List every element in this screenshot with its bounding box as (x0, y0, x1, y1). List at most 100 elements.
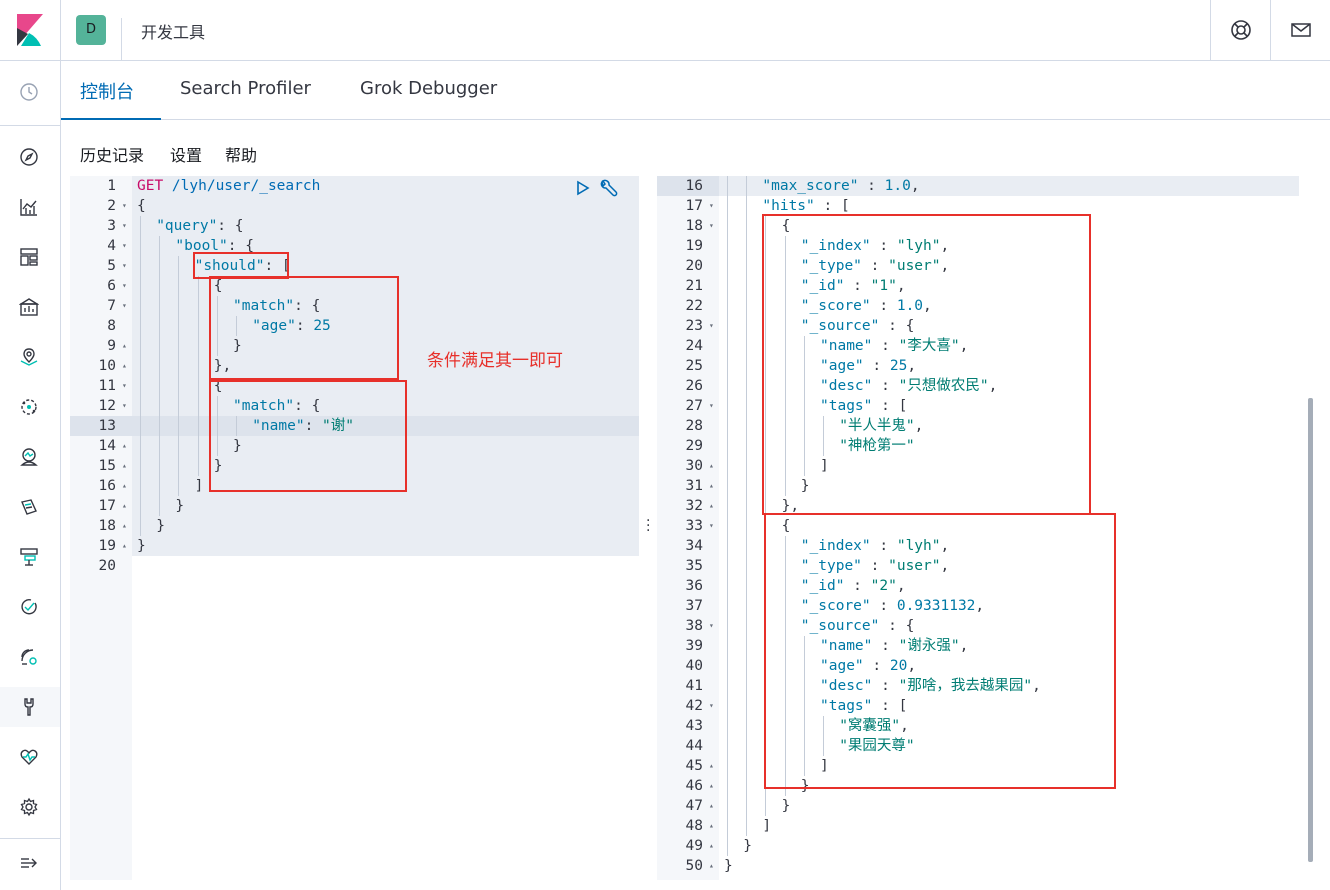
fold-close-icon[interactable]: ▴ (122, 481, 127, 490)
indent-guide (197, 316, 199, 336)
indent-guide (140, 316, 141, 336)
line-number: 20 (70, 556, 132, 576)
line-number-label: 1 (107, 178, 116, 194)
fold-close-icon[interactable]: ▴ (122, 501, 127, 510)
nav-dev-tools[interactable] (0, 687, 60, 727)
play-icon[interactable] (575, 180, 591, 196)
code-token: , (914, 418, 924, 434)
nav-collapse[interactable] (0, 843, 60, 883)
fold-close-icon[interactable]: ▴ (709, 841, 714, 850)
code-token: "should" (194, 258, 265, 274)
fold-close-icon[interactable]: ▴ (122, 361, 127, 370)
fold-open-icon[interactable]: ▾ (122, 201, 127, 210)
nav-canvas[interactable] (0, 287, 60, 327)
nav-dashboard[interactable] (0, 237, 60, 277)
code-token: } (156, 518, 165, 534)
newsfeed-button[interactable] (1270, 0, 1330, 60)
nav-maps[interactable] (0, 337, 60, 377)
kibana-logo[interactable] (0, 0, 61, 60)
fold-open-icon[interactable]: ▾ (709, 701, 714, 710)
fold-close-icon[interactable]: ▴ (122, 341, 127, 350)
fold-open-icon[interactable]: ▾ (122, 221, 127, 230)
nav-logs[interactable] (0, 487, 60, 527)
indent-guide (746, 776, 748, 796)
fold-close-icon[interactable]: ▴ (709, 801, 714, 810)
line-number-label: 45 (685, 758, 703, 774)
tab-console[interactable]: 控制台 (80, 82, 134, 103)
fold-open-icon[interactable]: ▾ (709, 321, 714, 330)
fold-close-icon[interactable]: ▴ (709, 821, 714, 830)
indent-guide (140, 276, 141, 296)
line-number-label: 43 (685, 718, 703, 734)
response-output[interactable]: 16"max_score" : 1.0,17▾"hits" : [18▾{19"… (657, 176, 1314, 880)
fold-open-icon[interactable]: ▾ (122, 301, 127, 310)
fold-open-icon[interactable]: ▾ (709, 521, 714, 530)
history-link[interactable]: 历史记录 (80, 146, 145, 165)
fold-close-icon[interactable]: ▴ (122, 521, 127, 530)
indent-guide (159, 436, 161, 456)
code-line: ] (762, 816, 771, 836)
fold-open-icon[interactable]: ▾ (122, 281, 127, 290)
fold-close-icon[interactable]: ▴ (709, 761, 714, 770)
fold-close-icon[interactable]: ▴ (122, 461, 127, 470)
indent-guide (803, 676, 805, 696)
tab-search-profiler[interactable]: Search Profiler (180, 78, 311, 99)
code-token: } (233, 438, 242, 454)
fold-open-icon[interactable]: ▾ (709, 621, 714, 630)
indent-guide (727, 756, 728, 776)
fold-close-icon[interactable]: ▴ (709, 861, 714, 870)
line-number: 47▴ (657, 796, 719, 816)
indent-guide (140, 456, 141, 476)
fold-close-icon[interactable]: ▴ (122, 441, 127, 450)
nav-apm[interactable] (0, 537, 60, 577)
nav-visualize[interactable] (0, 187, 60, 227)
indent-guide (727, 436, 728, 456)
fold-close-icon[interactable]: ▴ (709, 781, 714, 790)
indent-guide (803, 416, 805, 436)
fold-close-icon[interactable]: ▴ (709, 461, 714, 470)
nav-uptime[interactable] (0, 587, 60, 627)
fold-open-icon[interactable]: ▾ (709, 401, 714, 410)
fold-close-icon[interactable]: ▴ (709, 481, 714, 490)
nav-machine-learning[interactable] (0, 387, 60, 427)
code-token: , (988, 378, 998, 394)
line-number: 19 (657, 236, 719, 256)
indent-guide (746, 716, 748, 736)
code-token: "_source" (800, 318, 880, 334)
code-token: "1" (870, 278, 897, 294)
output-scrollbar[interactable] (1308, 398, 1313, 862)
nav-siem[interactable] (0, 637, 60, 677)
code-token: "谢永强" (898, 638, 960, 654)
code-token: , (907, 358, 917, 374)
tab-grok-debugger[interactable]: Grok Debugger (360, 78, 498, 99)
fold-open-icon[interactable]: ▾ (122, 261, 127, 270)
code-line: } (175, 496, 184, 516)
indent-guide (727, 356, 728, 376)
indent-guide (746, 356, 748, 376)
fold-open-icon[interactable]: ▾ (122, 241, 127, 250)
help-button[interactable] (1210, 0, 1270, 60)
indent-guide (746, 636, 748, 656)
fold-close-icon[interactable]: ▴ (709, 501, 714, 510)
nav-monitoring[interactable] (0, 737, 60, 777)
line-number-label: 33 (685, 518, 703, 534)
indent-guide (784, 476, 786, 496)
space-avatar[interactable]: D (76, 15, 106, 45)
wrench-icon[interactable] (598, 179, 620, 201)
nav-discover[interactable] (0, 137, 60, 177)
settings-link[interactable]: 设置 (170, 146, 203, 165)
nav-infrastructure[interactable] (0, 437, 60, 477)
fold-open-icon[interactable]: ▾ (709, 201, 714, 210)
fold-open-icon[interactable]: ▾ (122, 381, 127, 390)
fold-open-icon[interactable]: ▾ (122, 401, 127, 410)
pane-resizer[interactable]: ··· (640, 176, 657, 880)
help-link[interactable]: 帮助 (225, 146, 258, 165)
indent-guide (727, 616, 728, 636)
fold-open-icon[interactable]: ▾ (709, 221, 714, 230)
fold-close-icon[interactable]: ▴ (122, 541, 127, 550)
nav-management[interactable] (0, 787, 60, 827)
line-number: 18▴ (70, 516, 132, 536)
nav-recently-viewed[interactable] (0, 72, 60, 112)
code-token: "_id" (800, 578, 845, 594)
